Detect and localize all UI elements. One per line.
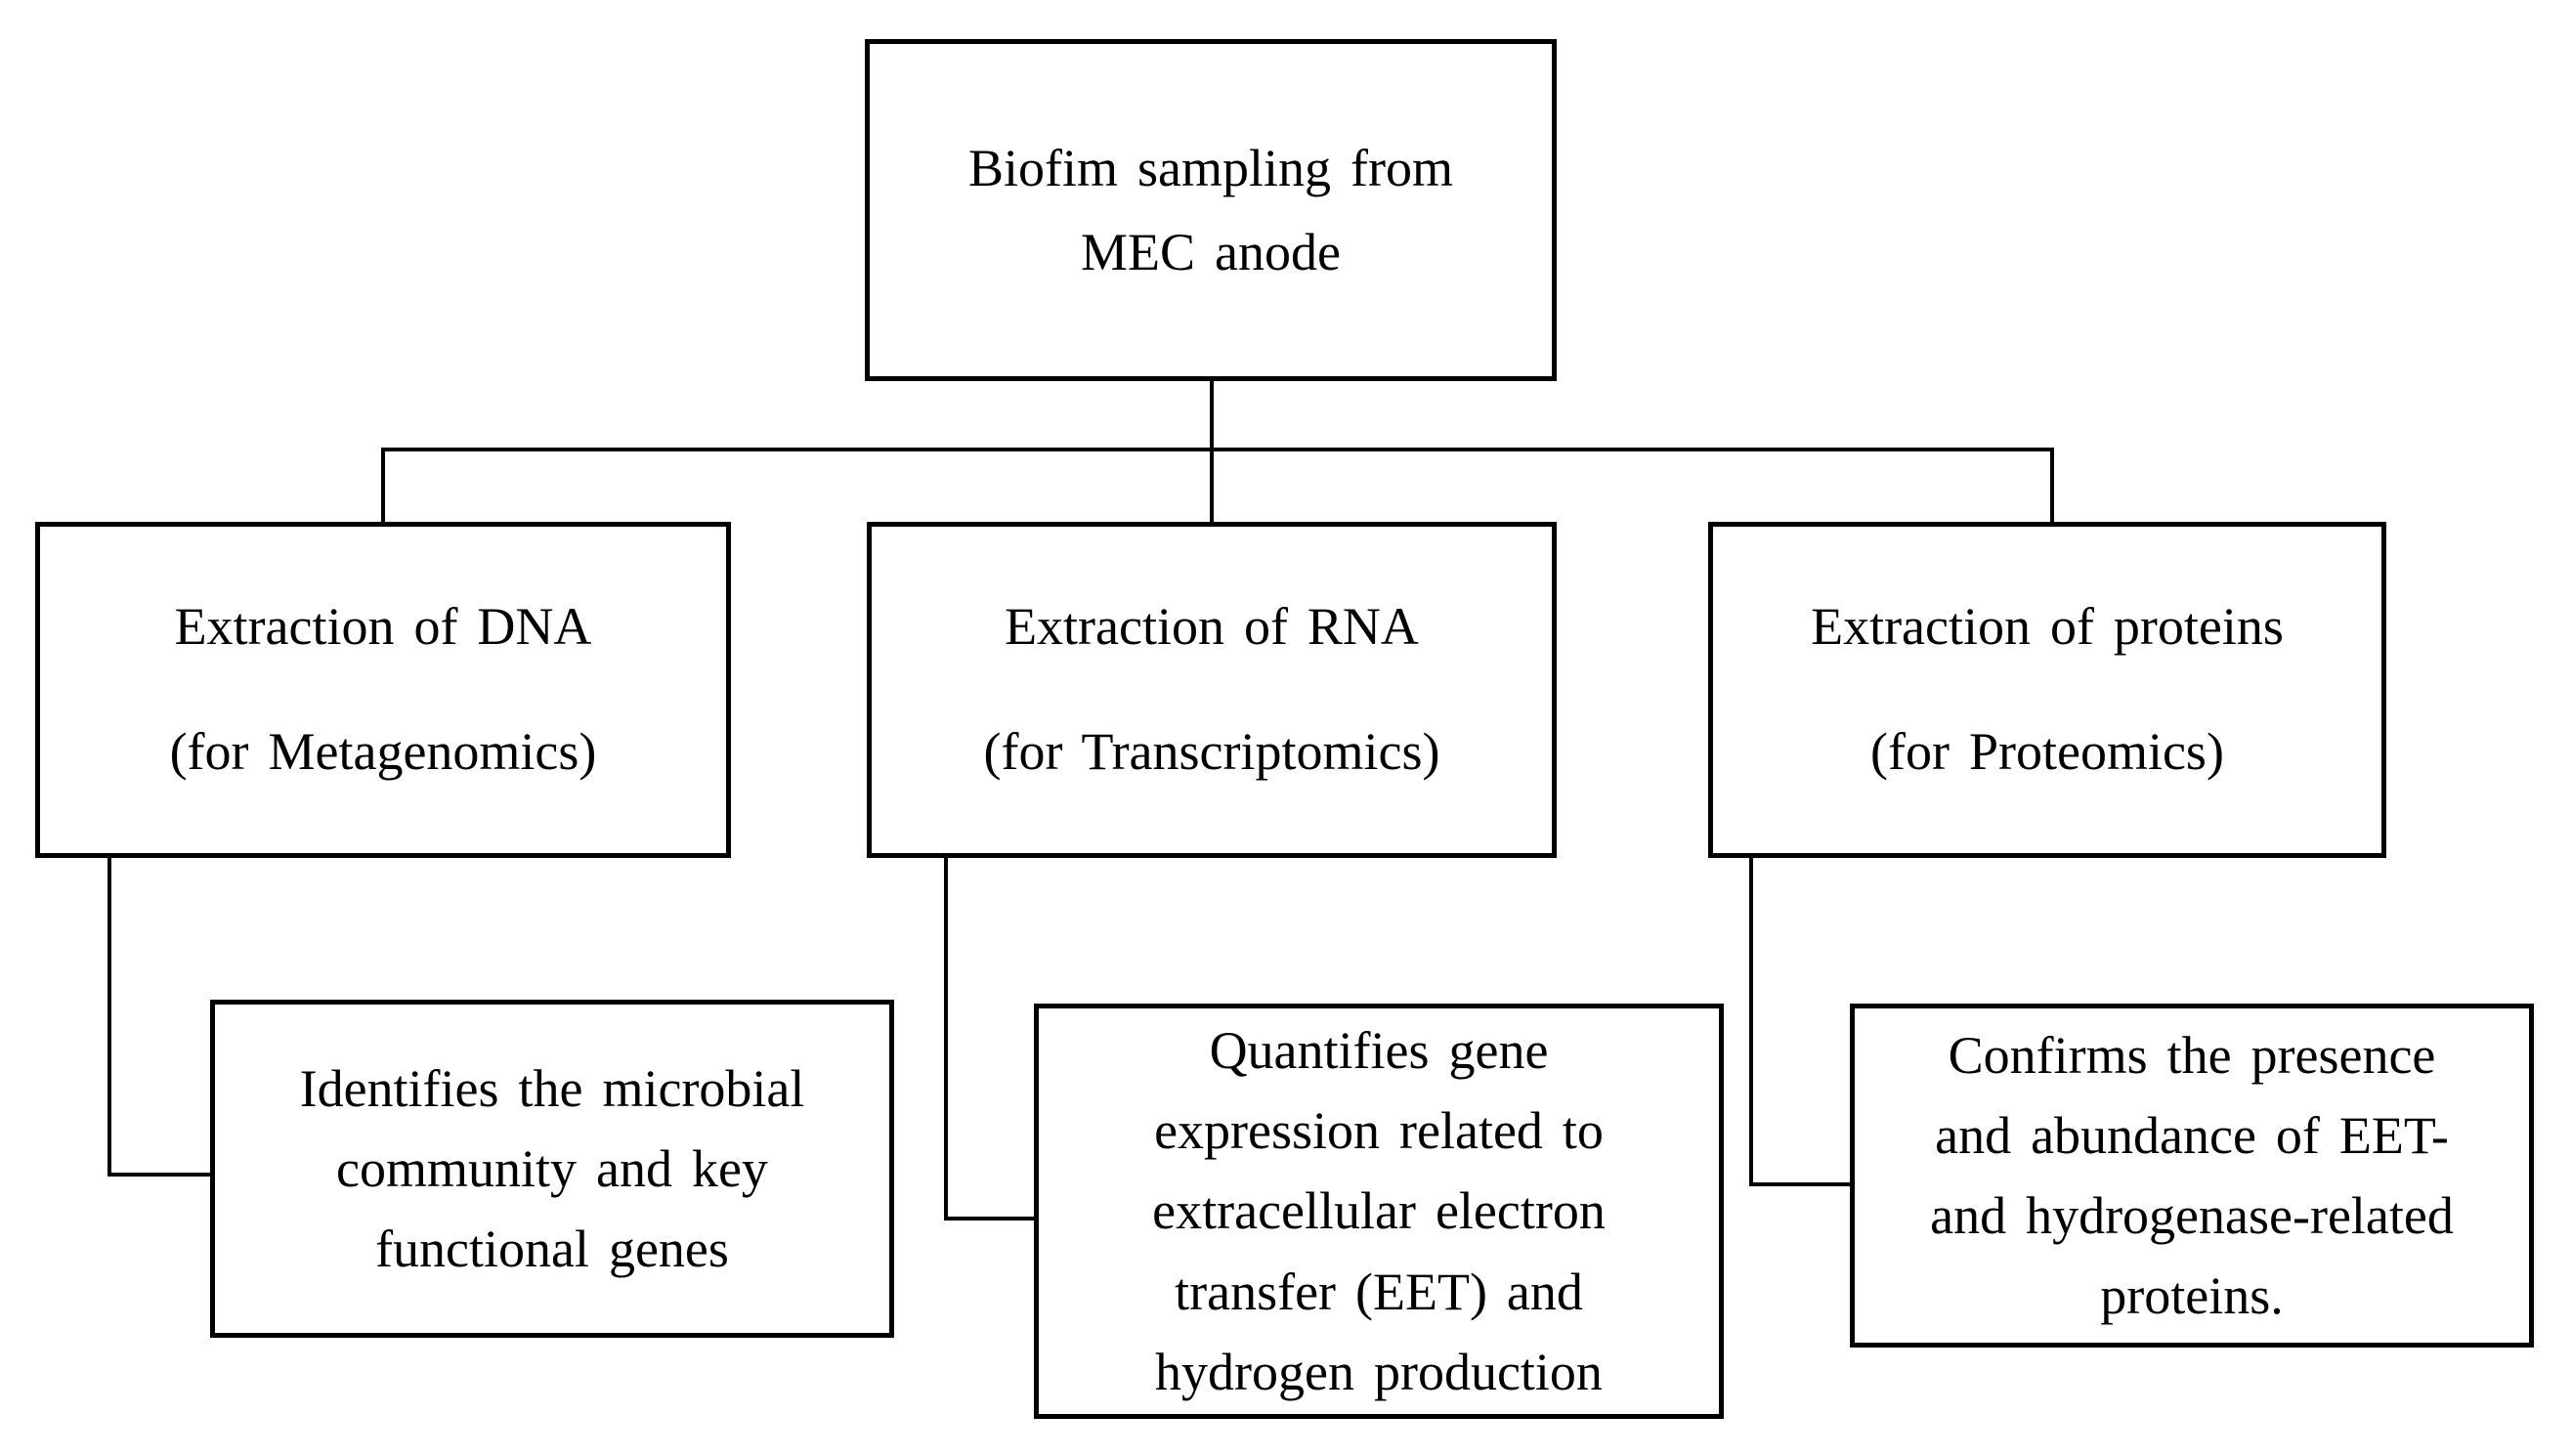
connector-dna-outcome-elbow-horizontal: [107, 1173, 214, 1177]
flowchart-node-protein-outcome: Confirms the presence and abundance of E…: [1850, 1004, 2534, 1348]
node-text-line: community and key: [336, 1138, 768, 1198]
node-text-line: Identifies the microbial: [299, 1058, 805, 1118]
node-text-line: and abundance of EET-: [1935, 1105, 2449, 1165]
node-text-line: extracellular electron: [1152, 1181, 1606, 1241]
node-text-line: hydrogen production: [1155, 1342, 1603, 1401]
node-text-line: MEC anode: [1081, 223, 1341, 281]
flowchart-node-dna-outcome: Identifies the microbial community and k…: [210, 1000, 894, 1338]
flowchart-node-dna-extraction: Extraction of DNA (for Metagenomics): [35, 522, 731, 858]
flowchart-node-biofilm-sampling: Biofim sampling from MEC anode: [865, 39, 1557, 381]
node-text-line: (for Proteomics): [1870, 722, 2224, 781]
node-text-line: Extraction of proteins: [1811, 597, 2284, 657]
flowchart-node-rna-outcome: Quantifies gene expression related to ex…: [1034, 1004, 1724, 1419]
node-text-line: (for Metagenomics): [169, 722, 597, 781]
flowchart-node-rna-extraction: Extraction of RNA (for Transcriptomics): [867, 522, 1557, 858]
connector-dna-outcome-elbow-vertical: [107, 856, 111, 1177]
node-text-line: Quantifies gene: [1209, 1021, 1549, 1081]
connector-root-vertical-line: [1210, 379, 1214, 524]
connector-protein-drop-line: [2050, 448, 2054, 524]
node-text-line: Extraction of RNA: [1005, 597, 1419, 657]
connector-branch-horizontal-line: [381, 448, 2054, 451]
node-text-line: and hydrogenase-related: [1930, 1186, 2454, 1245]
node-text-line: Biofim sampling from: [968, 138, 1453, 197]
connector-protein-outcome-elbow-vertical: [1749, 856, 1753, 1186]
node-text-line: expression related to: [1154, 1101, 1604, 1161]
node-text-line: transfer (EET) and: [1175, 1262, 1583, 1321]
node-text-line: Confirms the presence: [1948, 1025, 2436, 1085]
connector-dna-drop-line: [381, 448, 385, 524]
node-text-line: functional genes: [375, 1220, 729, 1279]
flowchart-node-protein-extraction: Extraction of proteins (for Proteomics): [1708, 522, 2386, 858]
node-text-line: Extraction of DNA: [174, 597, 592, 657]
node-text-line: (for Transcriptomics): [983, 722, 1440, 781]
connector-protein-outcome-elbow-horizontal: [1749, 1182, 1854, 1186]
node-text-line: proteins.: [2100, 1266, 2284, 1326]
connector-rna-outcome-elbow-horizontal: [944, 1217, 1038, 1220]
connector-rna-outcome-elbow-vertical: [944, 856, 948, 1220]
